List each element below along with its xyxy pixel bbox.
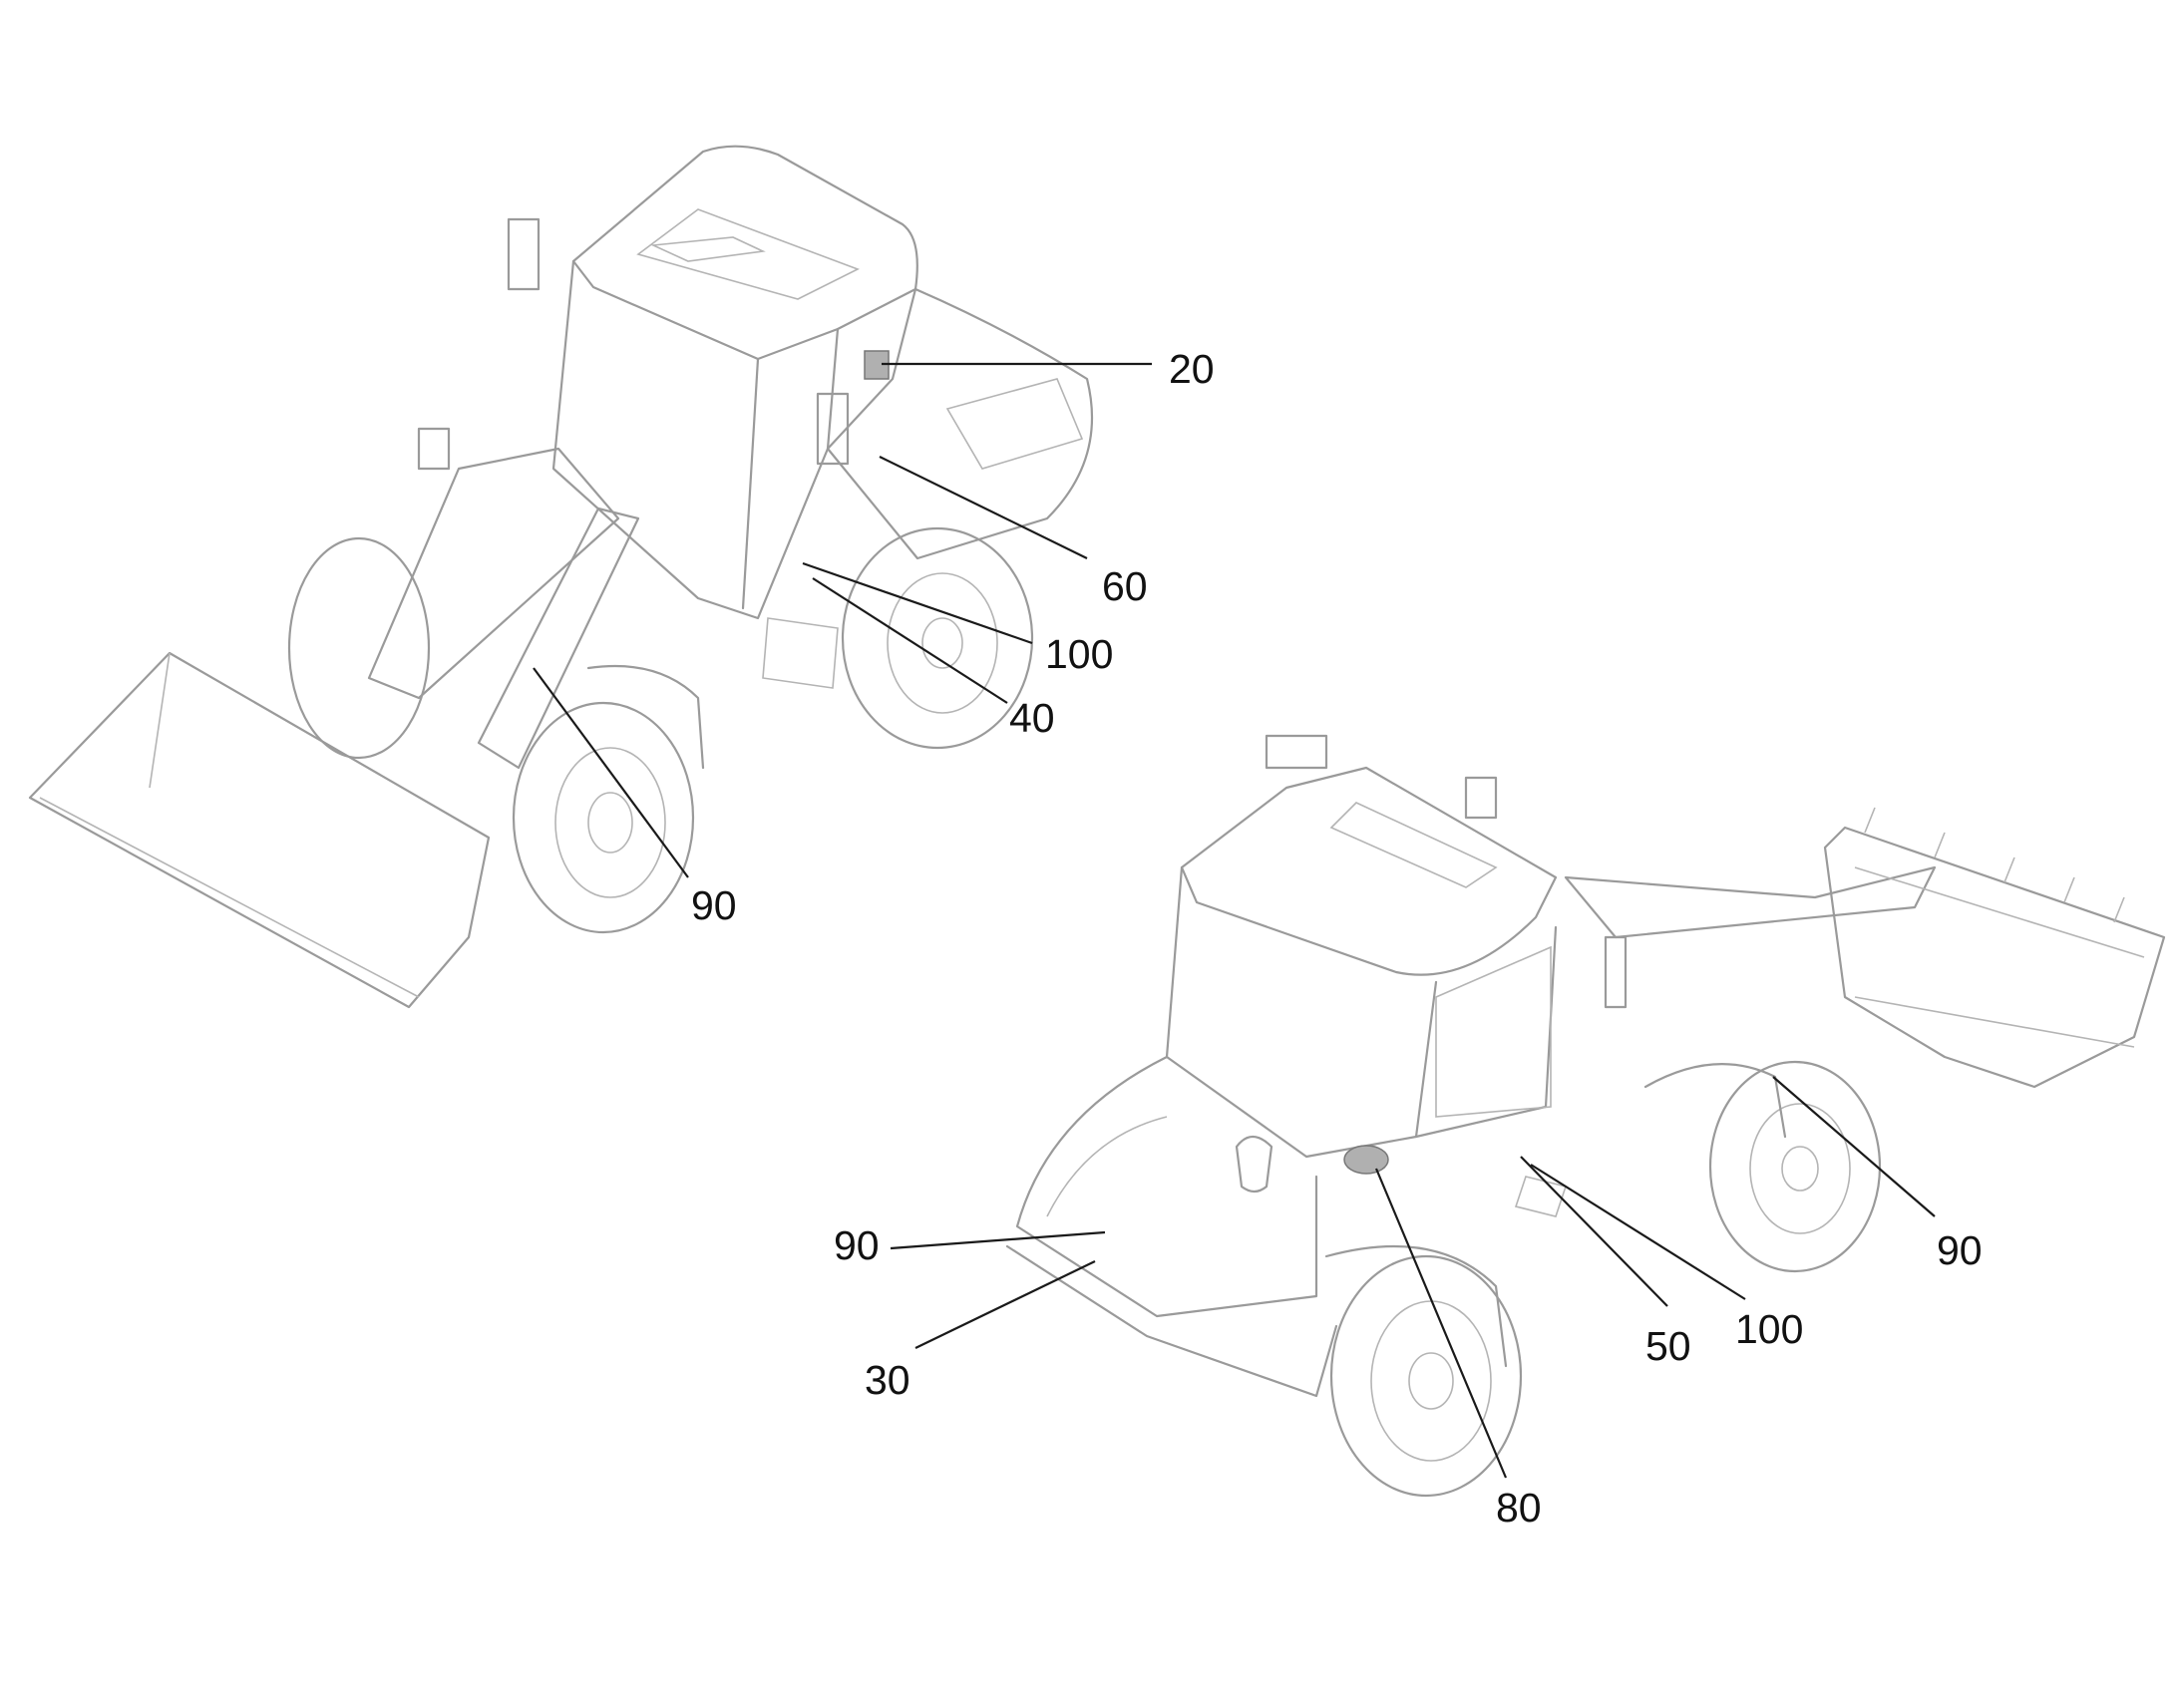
loader-rear-view: [1005, 734, 2166, 1498]
callout-50: 50: [1645, 1323, 1691, 1369]
leader-60: [879, 456, 1088, 559]
decal-80: [1343, 1145, 1389, 1175]
callout-40: 40: [1009, 695, 1055, 741]
callout-80: 80: [1496, 1485, 1542, 1531]
callout-100-lower: 100: [1735, 1306, 1804, 1352]
leader-lines: [533, 362, 1936, 1479]
leader-40: [812, 577, 1008, 704]
loader-front-view: [28, 145, 1094, 1009]
leader-100b: [1530, 1164, 1746, 1300]
callout-60: 60: [1102, 563, 1148, 609]
callout-90-upper: 90: [691, 882, 737, 928]
callout-90-left: 90: [834, 1222, 880, 1268]
leader-100a: [802, 561, 1033, 645]
leader-50: [1520, 1156, 1668, 1307]
callout-20: 20: [1169, 346, 1215, 392]
callout-100-upper: 100: [1045, 631, 1114, 677]
leader-90b: [1772, 1076, 1936, 1217]
leader-30: [914, 1260, 1096, 1349]
callout-30: 30: [865, 1357, 910, 1403]
leader-90c: [890, 1230, 1106, 1250]
leader-90a: [533, 667, 689, 878]
callout-90-right: 90: [1937, 1227, 1983, 1273]
leader-80: [1374, 1168, 1508, 1479]
